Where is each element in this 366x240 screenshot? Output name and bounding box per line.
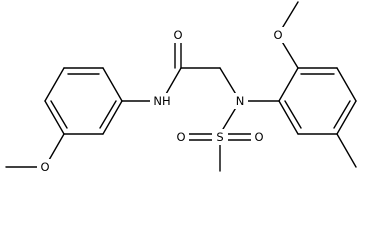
atom-nh-amide: NH (150, 93, 174, 109)
bond (102, 100, 123, 135)
atom-label-o: O (176, 130, 185, 144)
atom-n-sulfonamide: N (232, 93, 248, 109)
atom-label-nh: NH (153, 94, 170, 108)
bond (336, 133, 357, 168)
bond (278, 67, 299, 102)
atom-label-o: O (40, 160, 49, 174)
atom-o-methoxy-top: O (270, 27, 286, 43)
atom-label-o: O (273, 28, 282, 42)
molecule-structure: O O NH N S O O O (5, 1, 357, 175)
bond (99, 100, 117, 129)
bond (333, 100, 351, 129)
bond (336, 67, 357, 102)
atom-label-o: O (254, 130, 263, 144)
bond (284, 100, 302, 129)
atom-label-n: N (236, 94, 245, 108)
atom-o-sulfonyl-right: O (251, 129, 267, 145)
atom-s-sulfonyl: S (212, 129, 228, 145)
bond (336, 100, 357, 135)
atom-o-methoxy-bottom: O (37, 159, 53, 175)
atom-labels: O O NH N S O O O (37, 27, 286, 175)
atom-o-sulfonyl-left: O (173, 129, 189, 145)
atom-label-s: S (216, 130, 223, 144)
bond (44, 67, 65, 102)
bond (50, 100, 68, 129)
bond (102, 67, 123, 102)
atom-o-carbonyl: O (170, 27, 186, 43)
bond (278, 100, 299, 135)
atom-label-o: O (173, 28, 182, 42)
bond (44, 100, 65, 135)
